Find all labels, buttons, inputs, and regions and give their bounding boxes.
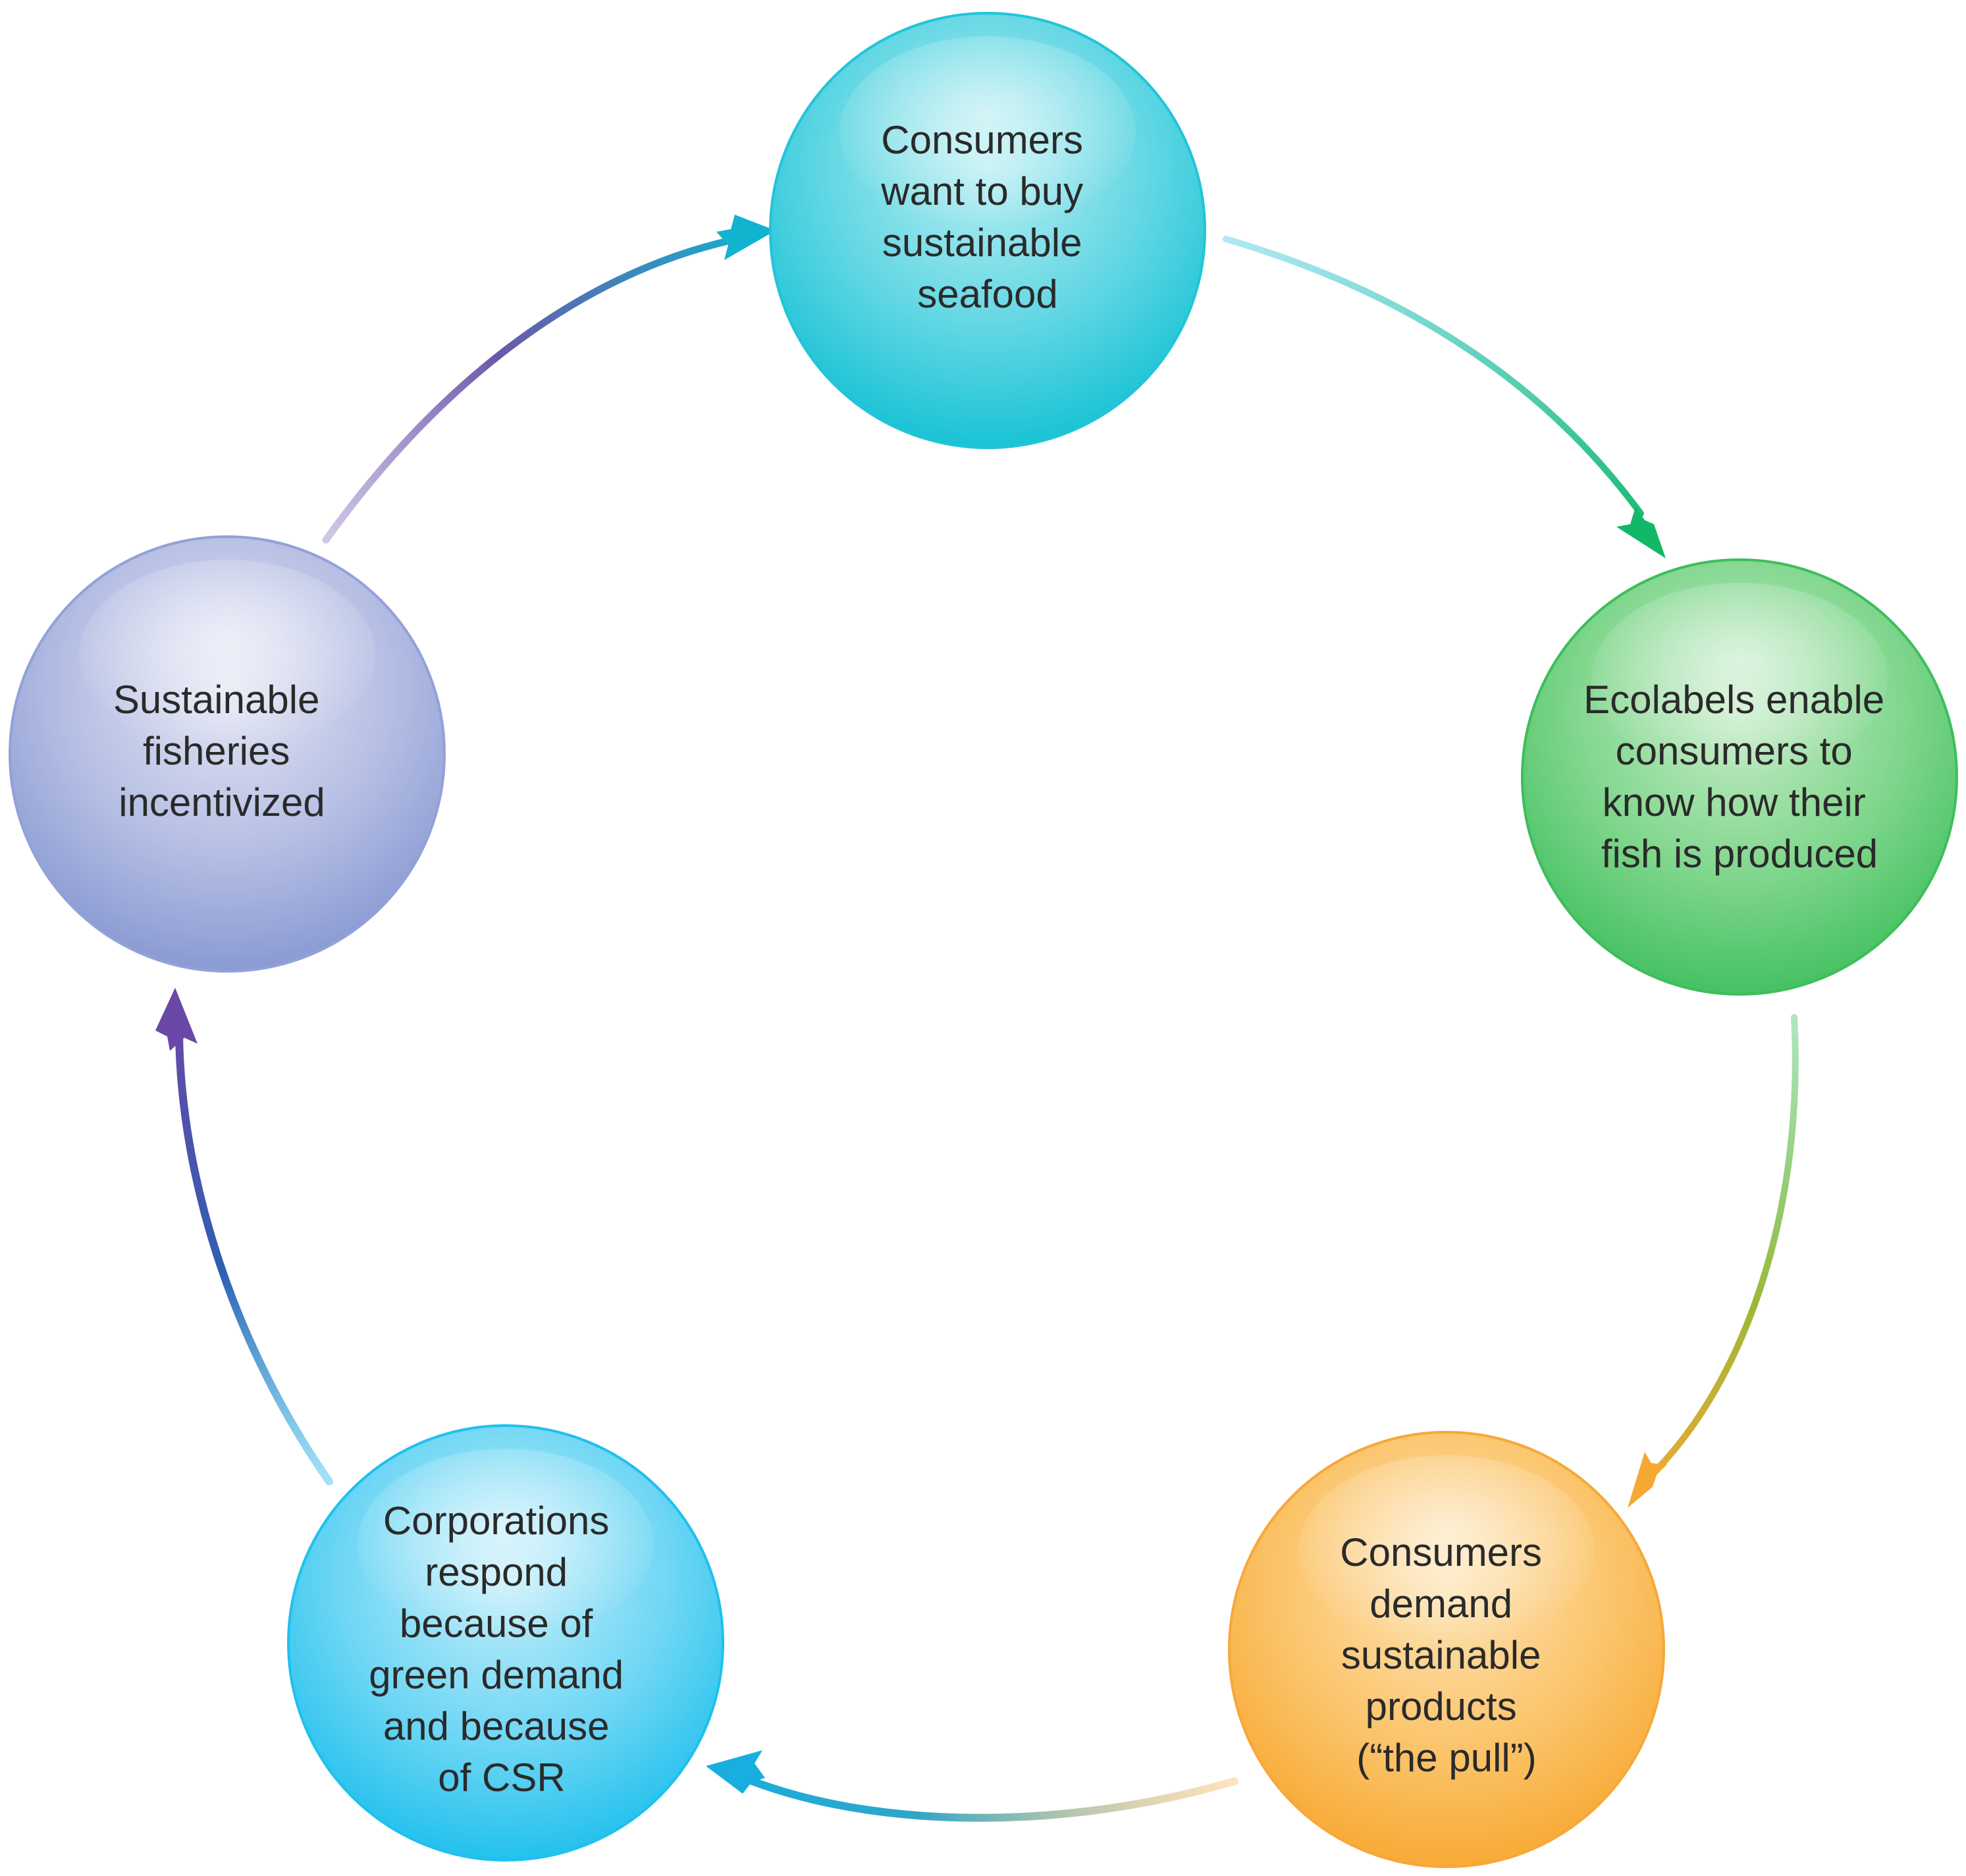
arrows: [155, 215, 1799, 1822]
arrowhead-icon: [716, 215, 776, 260]
node-fisheries-text: Sustainable fisheries incentivized: [113, 678, 331, 824]
arrow-consumers-want-to-ecolabels: [1223, 236, 1644, 517]
arrow-consumers-demand-to-corporations: [740, 1774, 1238, 1822]
node-consumers-demand-text: Consumers demand sustainable products (“…: [1340, 1530, 1553, 1780]
arrow-fisheries-to-consumers-want: [322, 236, 735, 544]
arrowhead-icon: [706, 1750, 765, 1794]
node-fisheries: Sustainable fisheries incentivized: [9, 535, 446, 973]
arrow-ecolabels-to-consumers-demand: [1655, 1014, 1799, 1472]
arrowhead-icon: [155, 988, 198, 1051]
node-consumers-want-text: Consumers want to buy sustainable seafoo…: [880, 118, 1094, 316]
node-consumers-demand: Consumers demand sustainable products (“…: [1228, 1431, 1665, 1868]
node-corporations-text: Corporations respond because of green de…: [369, 1499, 635, 1800]
arrowhead-icon: [1616, 507, 1666, 558]
node-corporations: Corporations respond because of green de…: [287, 1424, 724, 1862]
node-ecolabels: Ecolabels enable consumers to know how t…: [1521, 558, 1958, 996]
arrow-corporations-to-fisheries: [175, 1030, 333, 1486]
arrowhead-icon: [1628, 1452, 1667, 1508]
node-ecolabels-text: Ecolabels enable consumers to know how t…: [1583, 678, 1896, 876]
node-consumers-want: Consumers want to buy sustainable seafoo…: [769, 12, 1206, 449]
